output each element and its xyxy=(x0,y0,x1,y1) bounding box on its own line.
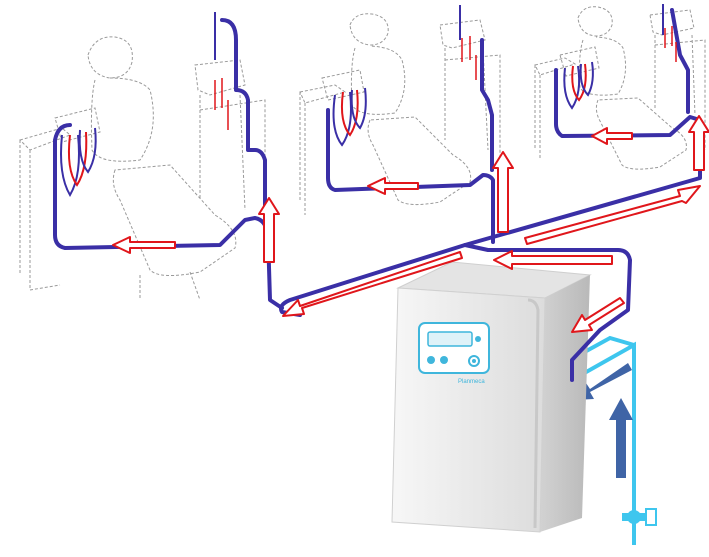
flow-arrow xyxy=(493,250,613,270)
spittoon-flow-lines xyxy=(214,26,677,130)
brand-mark: Planmeca xyxy=(458,379,485,385)
flow-arrow xyxy=(571,297,625,333)
flow-arrow xyxy=(688,115,709,171)
supply-valve xyxy=(622,508,657,526)
panel-button xyxy=(440,356,448,364)
supply-flow-arrow xyxy=(574,363,633,478)
handpiece-hoses xyxy=(60,4,664,197)
dental-chair-3 xyxy=(534,6,706,170)
panel-dial xyxy=(468,355,480,367)
panel-button xyxy=(427,356,435,364)
display-screen xyxy=(427,331,473,347)
status-light xyxy=(475,336,481,342)
flow-arrow xyxy=(282,251,463,317)
flow-arrow xyxy=(524,185,701,245)
flow-arrow xyxy=(258,197,280,263)
water-treatment-unit: Planmeca xyxy=(391,261,592,533)
flow-arrows xyxy=(112,115,709,333)
dental-chair-1 xyxy=(19,36,266,301)
flow-arrow xyxy=(492,151,514,233)
flow-arrow xyxy=(112,236,176,254)
recirculation-loop xyxy=(53,8,702,382)
control-panel: Planmeca xyxy=(418,322,490,385)
flow-arrow xyxy=(367,177,419,195)
flow-arrow xyxy=(591,127,633,145)
